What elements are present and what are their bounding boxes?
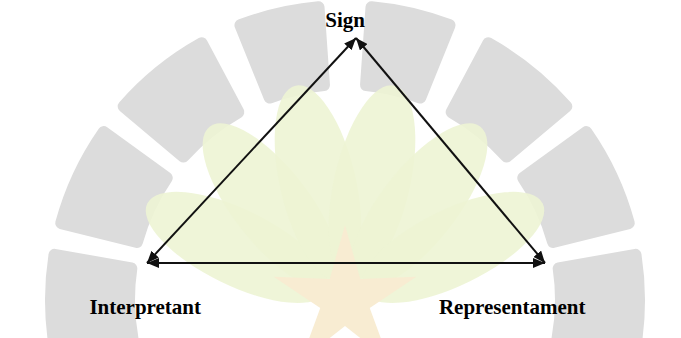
relation-arrow [356,38,545,263]
watermark-group [45,1,645,338]
watermark-segment [551,249,645,338]
watermark-star [274,225,417,338]
concept-label: Representament [433,263,592,321]
watermark-segment [234,1,330,103]
concept-label: Interpretant [83,263,207,321]
concept-name: Representament [439,295,586,319]
concept-name: Sign [325,8,365,32]
concept-name: Interpretant [89,295,201,319]
relation-arrow [147,38,356,263]
watermark-segment [360,1,456,103]
relation-arrow [147,262,545,264]
concept-label: Sign [315,4,375,38]
watermark-segment [45,249,139,338]
